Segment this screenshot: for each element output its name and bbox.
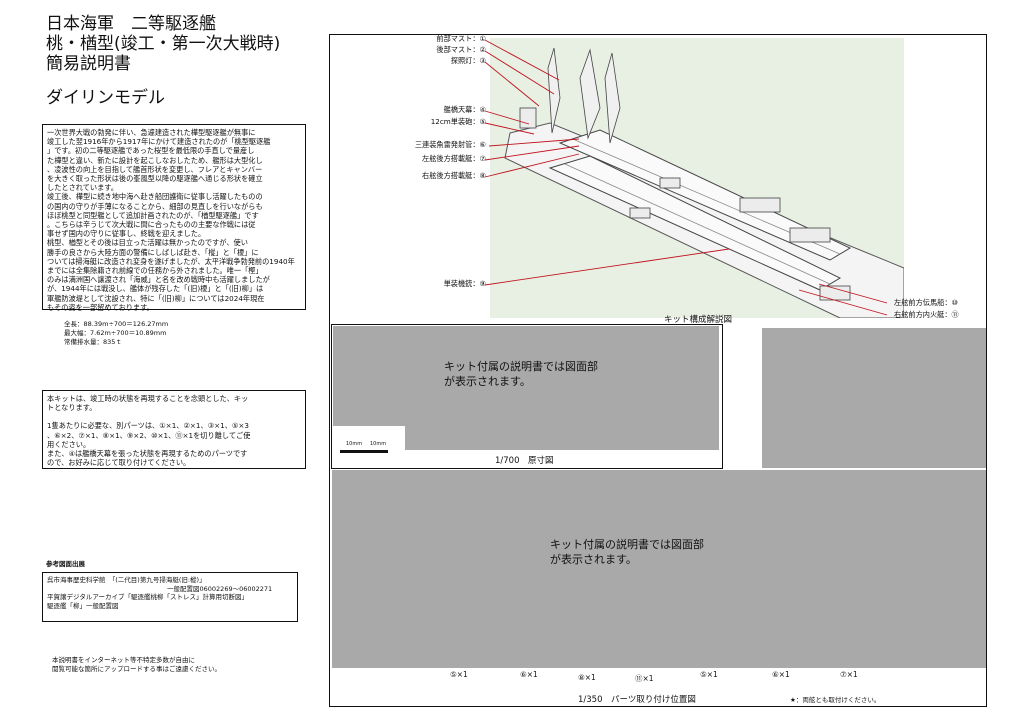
scale-drawing-caption: 1/700 原寸図 [495,456,554,466]
history-text-line: ほぼ桃型と同型艦として追加計画されたのが、「楢型駆逐艦」です [47,210,259,220]
kit-note-line: 1隻あたりに必要な、別パーツは、①×1、②×1、③×1、⑤×3 [47,421,249,431]
history-text-line: 桃型、楢型とその後は目立った活躍は無かったのですが、使い [47,238,248,248]
mast-part [579,48,601,140]
notice-line-2: 閲覧可能な箇所にアップロードする事はご遠慮ください。 [52,665,221,673]
parts-drawing-caption: 1/350 パーツ取り付け位置図 [578,695,696,705]
history-text: 一次世界大戦の勃発に伴い、急遽建造された樺型駆逐艦が無事に竣工した翌1916年か… [47,128,301,312]
callout-label-right: 左舷前方伝馬船：⑩ [894,298,958,307]
reference-line-3: 平賀譲デジタルアーカイブ「駆逐艦桃柳「ストレス」計算用切断図」 [47,593,248,601]
part-mark-1: ⑤×1 [450,670,468,679]
kit-note-line: ので、お好みに応じて取り付けてください。 [47,458,191,468]
history-text-line: 一次世界大戦の勃発に伴い、急遽建造された樺型駆逐艦が無事に [47,128,256,137]
kit-note-line: トとなります。 [47,403,97,413]
kit-note-line: 本キットは、竣工時の状態を再現することを念頭とした、キッ [47,394,249,403]
scale-label-b: 10mm [370,441,387,447]
kit-note-text: 本キットは、竣工時の状態を再現することを念頭とした、キットとなります。 1隻あたり… [47,394,301,467]
history-text-line: 。こちらは辛うじて次大戦に間に合ったものの主要な作戦には従 [47,220,256,230]
mast-part [547,47,561,134]
drawing-frame [329,34,987,707]
history-text-line: が、1944年には戦没し、艦体が残存した「(旧)榎」と「(旧)柳」は [47,284,264,294]
callout-label-left: 前部マスト：① [436,34,486,43]
callout-label-right: 右舷前方内火艇：⑪ [894,310,959,319]
notice-line-1: 本説明書をインターネット等不特定多数が自由に [52,656,195,664]
kit-note-line: 、⑥×2、⑦×1、⑧×1、⑨×2、⑩×1、⑪×1を切り離してご使 [47,430,251,440]
scale-bar [340,450,388,453]
mast-part [604,52,621,144]
kit-note-line: また、④は艦橋天幕を張った状態を再現するためのパーツです [47,449,248,459]
history-text-line: 竣工した翌1916年から1917年にかけて建造されたのが「桃型駆逐艦 [47,137,271,147]
parts-drawing-placeholder [332,470,986,668]
spec-beam: 最大幅：7.62m÷700＝10.89mm [64,329,167,337]
kit-note-line: 用ください。 [47,439,91,449]
history-text-line: 勝手の良さから大陸方面の警備にしばしば赴き、「樅」と「榎」に [47,247,259,257]
callout-label-left: 12cm単装砲：⑤ [430,117,486,126]
title-line-2: 桃・楢型(竣工・第一次大戦時) [46,34,281,54]
parts-drawing-note: ★：両舷とも取付けください。 [790,696,881,704]
part-mark-6: ⑥×1 [772,670,790,679]
gray-panel-right [762,328,986,468]
history-text-line: 軍艦防波堤として沈設され、特に「(旧)柳」については2024年現在 [47,293,265,303]
scale-placeholder-line-1: キット付属の説明書では図面部 [444,360,598,373]
history-text-line: までには全集除籍され前線での任務から外されました。唯一「樫」 [47,266,263,276]
callout-label-left: 艦橋天幕：④ [443,105,486,114]
references-box: 呉市海事歴史科学館 「(二代目)第九号掃海艇(旧:樅)」 一般配置図060022… [42,572,298,622]
history-text-line: 」です。初の二等駆逐艦であった桜型を最低限の手直しで量産し [47,146,255,156]
parts-placeholder-line-2: が表示されます。 [550,553,637,566]
part-mark-7: ⑦×1 [840,670,858,679]
kit-note-box: 本キットは、竣工時の状態を再現することを念頭とした、キットとなります。 1隻あたり… [42,390,306,469]
history-text-line: ついては掃海艇に改造され変身を遂げましたが、太平洋戦争勃発前の1940年 [47,256,295,266]
history-text-line: したとされています。 [47,183,118,193]
scale-placeholder-line-2: が表示されます。 [444,375,531,388]
callout-label-left: 三連装魚雷発射管：⑥ [414,140,486,149]
spec-displacement: 常備排水量：835ｔ [64,338,122,346]
history-text-line: 、凌波性の向上を目指して艦首形状を変更し、フレアとキャンバー [47,164,263,174]
reference-line-2: 一般配置図06002269～06002271 [167,584,273,593]
spec-length: 全長：88.39m÷700＝126.27mm [64,320,169,328]
callout-label-left: 右舷後方搭載艇：⑧ [422,171,486,180]
scale-label-a: 10mm [346,441,363,447]
history-text-line: もその姿を一部留めております。 [47,302,154,312]
history-text-line: の国内の守りが手薄になることから、細部の見直しを行いながらも [47,201,263,211]
title-line-1: 日本海軍 二等駆逐艦 [46,14,216,34]
references-heading: 参考図面出展 [46,560,85,568]
scale-bar-area [333,426,405,450]
history-text-line: た樺型と違い、新たに設計を起こしなおしたため、艦形は大型化し [47,155,263,165]
part-mark-5: ⑤×1 [700,670,718,679]
history-text-line: 事せず国内の守りに従事し、終戦を迎えました。 [47,229,206,239]
title-line-3: 簡易説明書 [46,54,131,74]
history-text-line: のみは満洲国へ譲渡され「海威」と名を改め戦時中も活躍しましたが [47,275,270,285]
kit-note-line [47,412,301,421]
part-mark-4: ⑪×1 [635,674,654,683]
parts-placeholder-line-1: キット付属の説明書では図面部 [550,538,704,551]
reference-line-1: 呉市海事歴史科学館 「(二代目)第九号掃海艇(旧:樅)」 [47,576,206,584]
kit-diagram-caption: キット構成解説図 [664,315,733,325]
callout-leader-lines [484,39,888,316]
history-text-line: を大きく取った形状は後の峯風型以降の駆逐艦へ通じる形状を確立 [47,174,263,184]
history-text-line: 竣工後、樺型に続き地中海へ赴き船団護衛に従事し活躍したものの [47,192,263,202]
reference-line-4: 駆逐艦「柳」一般配置図 [47,601,119,610]
ship-model-drawing [504,47,905,319]
callout-label-left: 単装機銃：⑨ [443,279,486,288]
callout-label-left: 探照灯：③ [450,56,486,65]
callout-label-left: 左舷後方搭載艇：⑦ [422,154,486,163]
part-mark-2: ⑥×1 [520,670,538,679]
callout-label-left: 後部マスト：② [436,45,486,54]
brand-name: ダイリンモデル [46,88,165,108]
part-mark-3: ⑧×1 [578,673,596,682]
kit-diagram-area [490,38,905,319]
history-text-box: 一次世界大戦の勃発に伴い、急遽建造された樺型駆逐艦が無事に竣工した翌1916年か… [42,124,306,312]
